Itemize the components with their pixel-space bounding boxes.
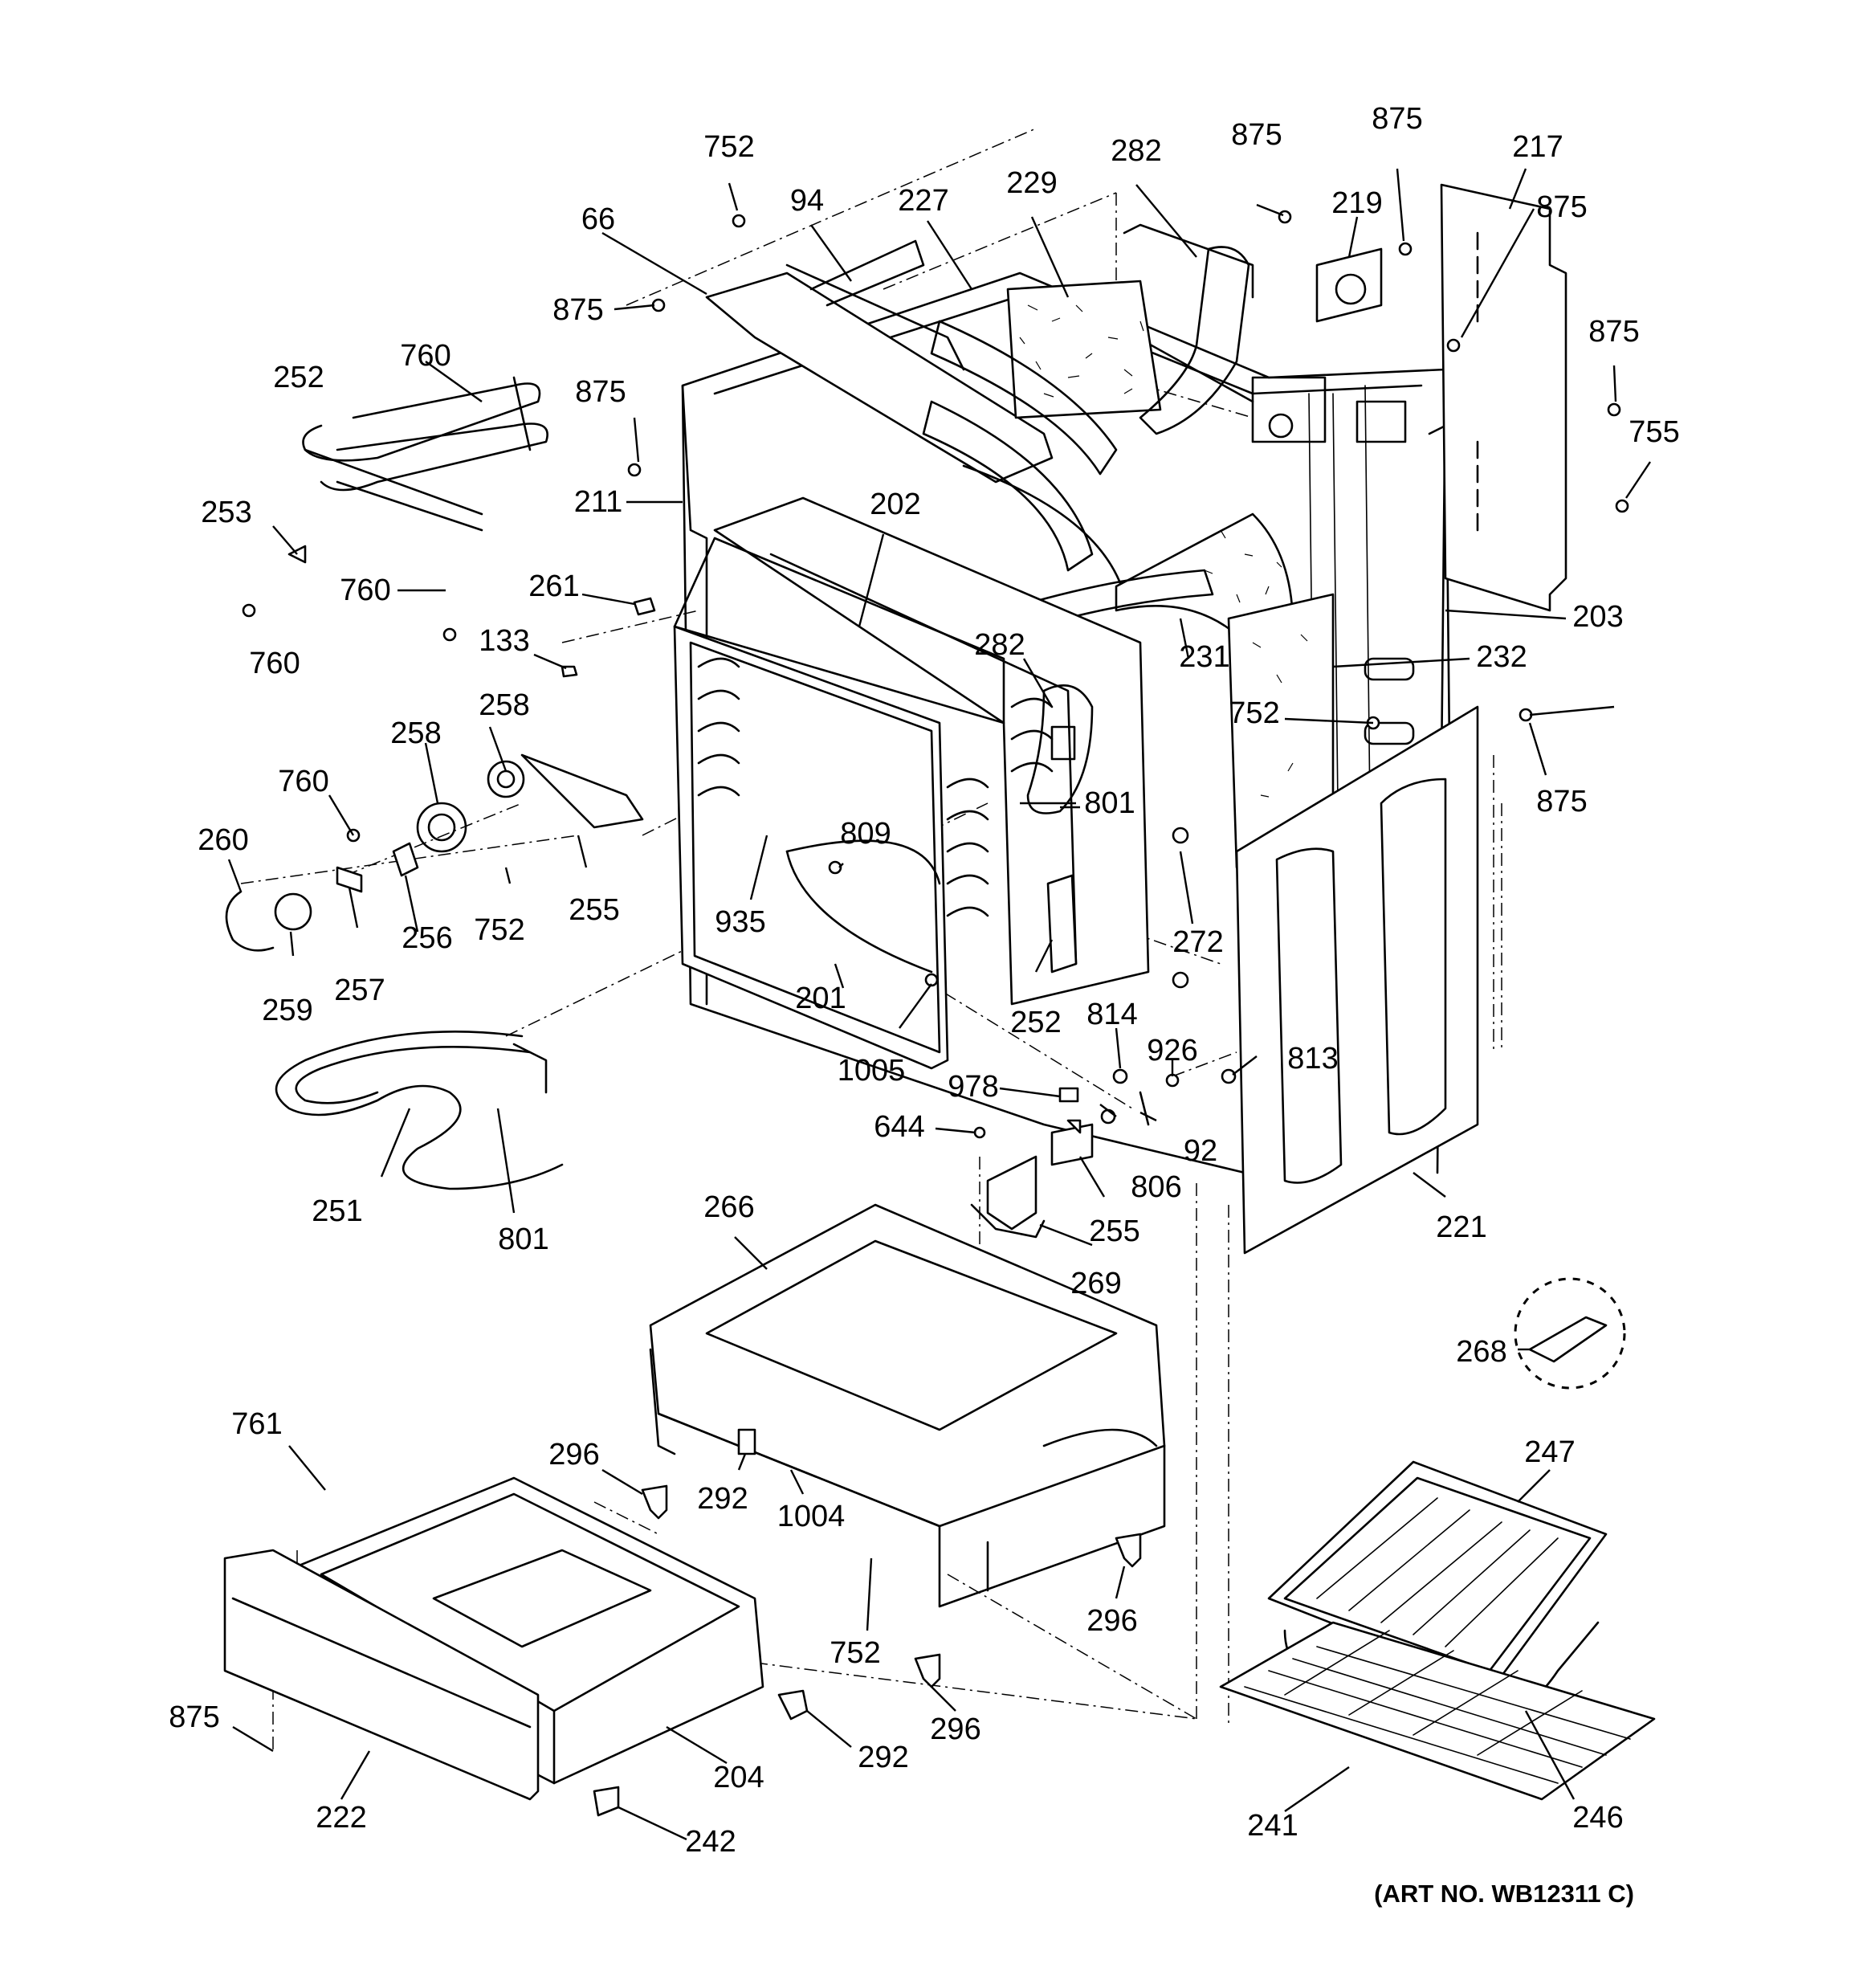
callout-296: 296 — [1086, 1604, 1137, 1638]
callout-926: 926 — [1147, 1034, 1197, 1067]
callout-258: 258 — [390, 716, 441, 750]
callout-806: 806 — [1131, 1170, 1181, 1204]
callout-875: 875 — [1536, 190, 1587, 224]
callout-258: 258 — [479, 688, 529, 722]
rear-cover-panel — [1315, 183, 1567, 612]
broiler-pan-and-rack — [1219, 1460, 1656, 1801]
callout-760: 760 — [249, 647, 300, 680]
callout-201: 201 — [795, 982, 846, 1015]
callout-66: 66 — [581, 202, 615, 236]
callout-875: 875 — [1588, 315, 1639, 349]
callout-259: 259 — [262, 994, 312, 1027]
callout-644: 644 — [874, 1110, 924, 1144]
bake-element — [275, 1030, 564, 1190]
callout-760: 760 — [278, 765, 328, 798]
callout-296: 296 — [930, 1712, 980, 1746]
callout-269: 269 — [1070, 1267, 1121, 1300]
callout-252: 252 — [273, 361, 324, 394]
callout-232: 232 — [1476, 640, 1527, 674]
callout-92: 92 — [1184, 1134, 1217, 1168]
callout-752: 752 — [703, 130, 754, 164]
small-parts — [225, 210, 1629, 1166]
side-panel — [1235, 705, 1479, 1255]
callout-133: 133 — [479, 624, 529, 658]
leader-lines — [227, 168, 1651, 1841]
callout-282: 282 — [1111, 134, 1161, 168]
callout-875: 875 — [1536, 785, 1587, 818]
callout-935: 935 — [715, 905, 765, 939]
callout-752: 752 — [1229, 696, 1279, 730]
callout-292: 292 — [697, 1482, 748, 1516]
storage-drawer — [223, 1476, 809, 1817]
callout-814: 814 — [1086, 998, 1137, 1031]
callout-94: 94 — [790, 184, 824, 218]
callout-801: 801 — [1084, 786, 1135, 820]
callout-760: 760 — [400, 339, 450, 373]
callout-978: 978 — [948, 1070, 998, 1104]
callout-260: 260 — [198, 823, 248, 857]
callout-202: 202 — [870, 488, 920, 521]
oven-liner — [673, 496, 1150, 1070]
callout-292: 292 — [858, 1741, 908, 1774]
callout-268: 268 — [1456, 1335, 1506, 1369]
callout-labels: 752 66 94 227 229 282 875 875 219 217 87… — [169, 102, 1679, 1859]
callout-229: 229 — [1006, 166, 1057, 200]
callout-875: 875 — [552, 293, 603, 327]
callout-242: 242 — [685, 1825, 736, 1859]
callout-256: 256 — [402, 921, 452, 955]
callout-266: 266 — [703, 1190, 754, 1224]
callout-261: 261 — [528, 569, 579, 603]
callout-255: 255 — [569, 893, 619, 927]
callout-752: 752 — [474, 913, 524, 947]
callout-253: 253 — [201, 496, 251, 529]
callout-219: 219 — [1331, 186, 1382, 220]
callout-1005: 1005 — [838, 1054, 906, 1088]
lower-bracket — [970, 1155, 1046, 1239]
base-frame — [641, 1203, 1166, 1688]
callout-272: 272 — [1172, 925, 1223, 959]
callout-752: 752 — [830, 1636, 880, 1670]
callout-203: 203 — [1572, 600, 1623, 634]
callout-255: 255 — [1089, 1214, 1139, 1248]
callout-211: 211 — [574, 485, 623, 519]
callout-222: 222 — [316, 1801, 366, 1835]
callout-875: 875 — [169, 1700, 219, 1734]
callout-252: 252 — [1010, 1006, 1061, 1039]
callout-761: 761 — [231, 1407, 282, 1441]
callout-875: 875 — [1231, 118, 1282, 152]
callout-801: 801 — [498, 1223, 548, 1256]
callout-246: 246 — [1572, 1801, 1623, 1835]
broil-element — [287, 376, 548, 564]
callout-296: 296 — [548, 1438, 599, 1472]
callout-204: 204 — [713, 1761, 764, 1794]
callout-251: 251 — [312, 1194, 362, 1228]
callout-1004: 1004 — [777, 1500, 846, 1533]
callout-231: 231 — [1179, 640, 1229, 674]
callout-875: 875 — [1372, 102, 1422, 136]
callout-227: 227 — [898, 184, 948, 218]
detail-inset — [1514, 1277, 1626, 1390]
callout-241: 241 — [1247, 1809, 1298, 1843]
callout-282: 282 — [974, 628, 1025, 662]
callout-257: 257 — [334, 974, 385, 1007]
callout-809: 809 — [840, 817, 891, 851]
callout-247: 247 — [1524, 1435, 1575, 1469]
callout-755: 755 — [1629, 415, 1679, 449]
callout-760: 760 — [340, 574, 390, 607]
callout-875: 875 — [575, 375, 626, 409]
callout-221: 221 — [1436, 1210, 1486, 1244]
art-number: (ART NO. WB12311 C) — [1374, 1880, 1634, 1908]
callout-813: 813 — [1287, 1042, 1338, 1076]
callout-217: 217 — [1512, 130, 1563, 164]
